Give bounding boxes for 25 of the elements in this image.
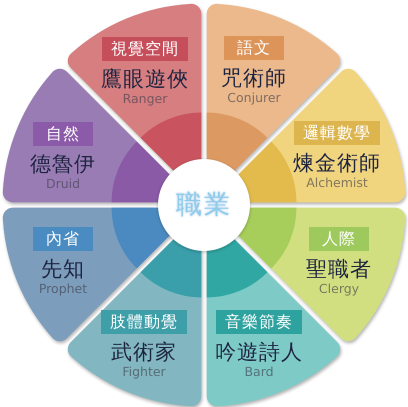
class-title-english: Alchemist [306,175,368,191]
class-title-english: Fighter [122,364,166,380]
intelligence-label: 內省 [33,227,93,251]
class-title-english: Conjurer [227,90,281,106]
intelligence-label: 視覺空間 [102,37,188,61]
class-title: 德魯伊 [30,152,96,176]
intelligence-label: 肢體動覺 [101,310,187,334]
intelligence-label: 語文 [224,36,284,60]
intelligence-label: 邏輯數學 [294,121,380,145]
intelligence-label: 音樂節奏 [216,310,302,334]
intelligence-label: 自然 [33,122,93,146]
hub-title: 職業 [176,190,232,220]
class-title: 鷹眼遊俠 [101,67,189,91]
class-title: 武術家 [111,340,177,364]
class-title-english: Clergy [318,281,360,297]
intelligence-label: 人際 [309,227,369,251]
class-title-english: Ranger [122,91,168,107]
class-title: 先知 [41,257,85,281]
class-title-english: Bard [244,364,274,380]
class-title-english: Prophet [38,281,88,297]
class-title: 聖職者 [306,257,372,281]
class-title-english: Druid [46,176,80,192]
class-title: 咒術師 [221,66,287,90]
class-title: 煉金術師 [293,151,381,175]
class-title: 吟遊詩人 [215,340,303,364]
